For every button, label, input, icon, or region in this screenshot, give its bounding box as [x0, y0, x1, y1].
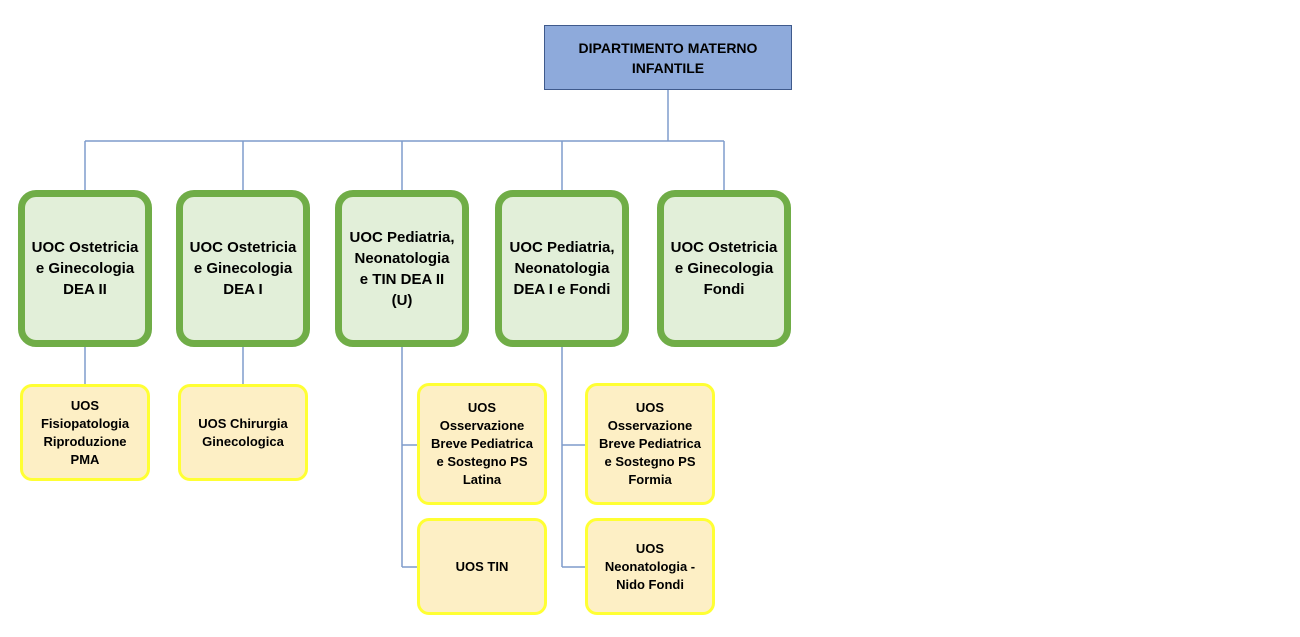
subunit-box-4-2: UOS Neonatologia - Nido Fondi [585, 518, 715, 615]
unit-box-3: UOC Pediatria, Neonatologia e TIN DEA II… [335, 190, 469, 347]
subunit-box-2-1: UOS Chirurgia Ginecologica [178, 384, 308, 481]
unit-box-2: UOC Ostetricia e Ginecologia DEA I [176, 190, 310, 347]
subunit-box-4-1: UOS Osservazione Breve Pediatrica e Sost… [585, 383, 715, 505]
subunit-box-1-1: UOS Fisiopatologia Riproduzione PMA [20, 384, 150, 481]
unit-box-1: UOC Ostetricia e Ginecologia DEA II [18, 190, 152, 347]
subunit-box-3-1: UOS Osservazione Breve Pediatrica e Sost… [417, 383, 547, 505]
department-box: DIPARTIMENTO MATERNO INFANTILE [544, 25, 792, 90]
unit-box-4: UOC Pediatria, Neonatologia DEA I e Fond… [495, 190, 629, 347]
subunit-box-3-2: UOS TIN [417, 518, 547, 615]
unit-box-5: UOC Ostetricia e Ginecologia Fondi [657, 190, 791, 347]
